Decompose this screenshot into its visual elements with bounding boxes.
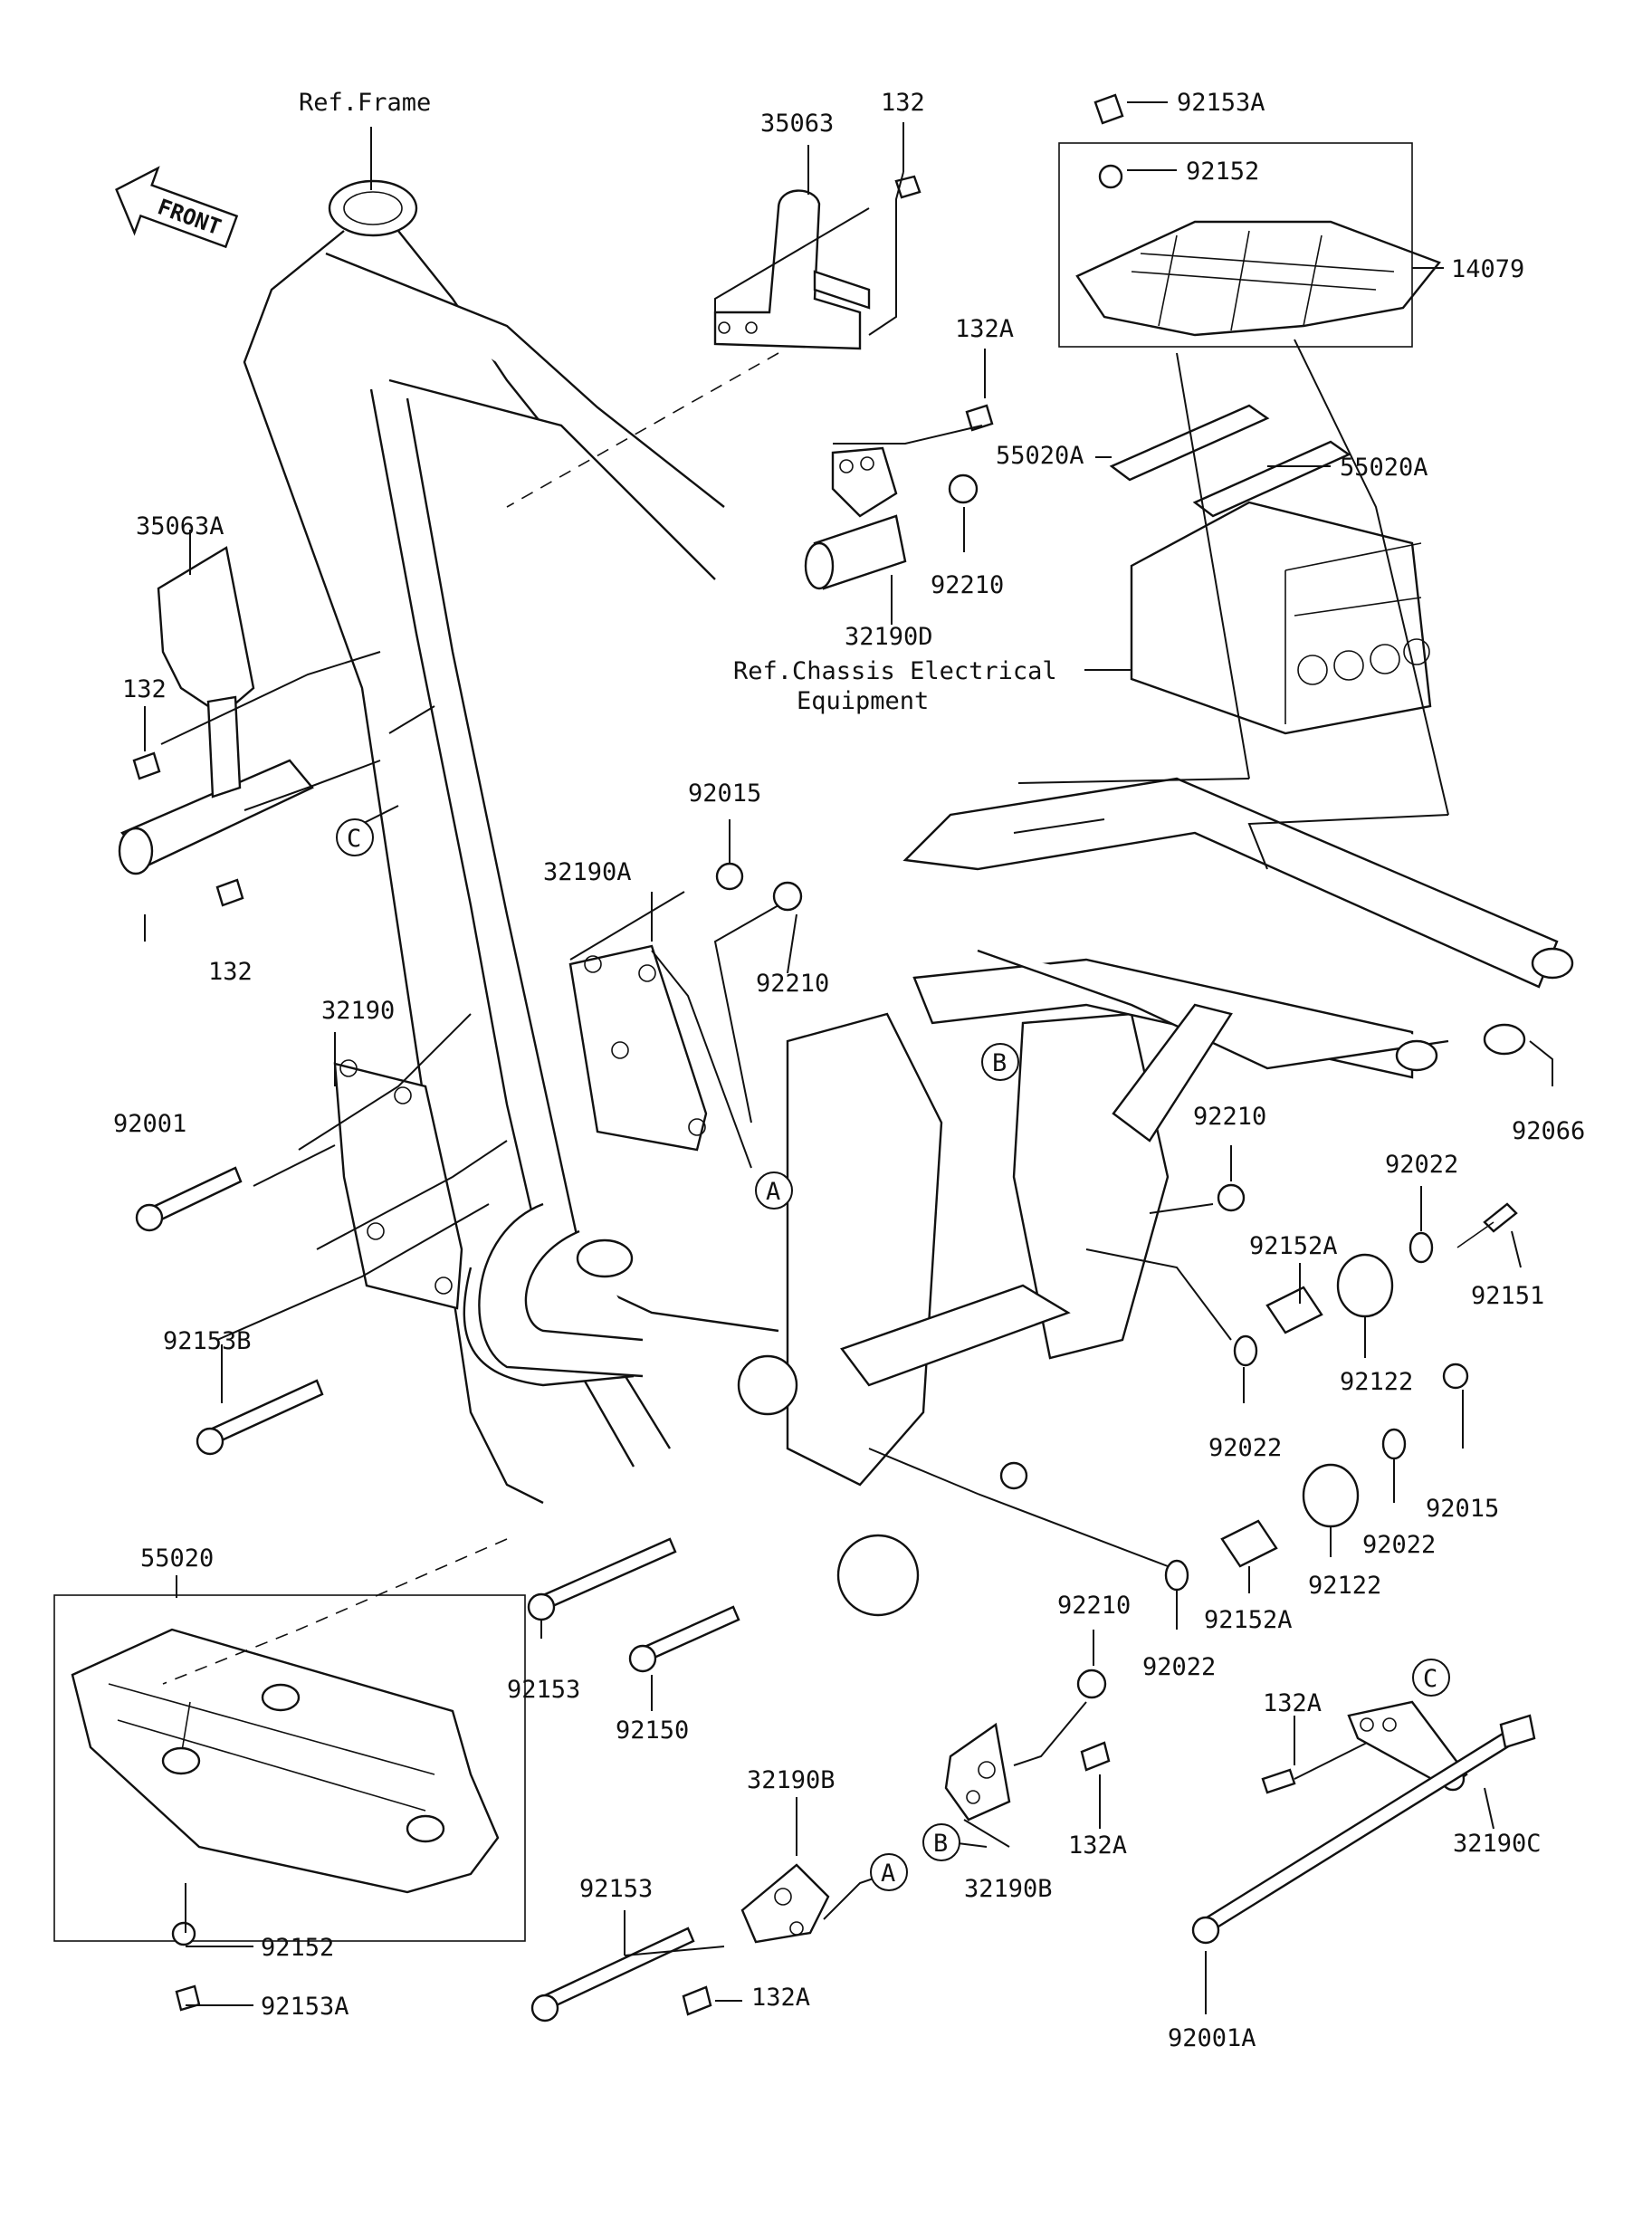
part-label: 92066 (1512, 1117, 1585, 1145)
part-label: 132A (955, 315, 1014, 343)
part-label: 92022 (1142, 1653, 1216, 1681)
part-label: 92122 (1308, 1572, 1381, 1600)
part-label: 55020A (996, 442, 1084, 470)
ref-chassis-electrical-line1: Ref.Chassis Electrical (733, 657, 1057, 685)
callout-A-mid: A (755, 1171, 793, 1210)
callout-A-low: A (870, 1853, 908, 1891)
washer-92022-a (1408, 1231, 1434, 1264)
callout-B-low: B (922, 1823, 960, 1861)
callout-letter: B (992, 1049, 1007, 1077)
part-label: 92001A (1168, 2024, 1256, 2052)
part-label: 92210 (756, 970, 829, 998)
part-label: 132A (751, 1984, 810, 2012)
nut-92015-right (1442, 1363, 1469, 1390)
part-label: 132A (1263, 1689, 1322, 1717)
nut-92152-low (171, 1921, 196, 1946)
part-label: 132 (881, 89, 925, 117)
callout-letter: C (1423, 1665, 1437, 1693)
part-label: 92015 (1426, 1495, 1499, 1523)
plate-32190 (333, 1059, 463, 1310)
part-label: 92153A (1177, 89, 1265, 117)
part-label: 92022 (1208, 1434, 1282, 1462)
part-label: 32190 (321, 997, 395, 1025)
part-label: 32190C (1453, 1830, 1542, 1858)
ref-chassis-electrical-line2: Equipment (797, 687, 929, 715)
ref-frame-label: Ref.Frame (299, 89, 431, 117)
part-label: 92153 (579, 1875, 653, 1903)
part-label: 92153 (507, 1676, 580, 1704)
callout-letter: B (933, 1830, 948, 1858)
battery-cover (1058, 142, 1441, 348)
part-label: 32190B (747, 1766, 836, 1794)
part-label: 132 (122, 675, 167, 703)
part-label: 92151 (1471, 1282, 1544, 1310)
part-label: 92153A (261, 1993, 349, 2021)
bracket-32190D (804, 446, 907, 590)
part-label: 32190B (964, 1875, 1053, 1903)
washer-92022-b (1233, 1334, 1258, 1367)
nut-92015-mid (715, 862, 744, 891)
nut-92210-mid (772, 881, 803, 912)
callout-C-right: C (1412, 1659, 1450, 1697)
callout-B-mid: B (981, 1043, 1019, 1081)
part-label: 92022 (1362, 1531, 1436, 1559)
grommet-92066 (1483, 1023, 1526, 1056)
bushing-92122-lower (1302, 1463, 1360, 1528)
part-label: 92122 (1340, 1368, 1413, 1396)
bracket-35063 (713, 189, 871, 350)
part-label: 32190A (543, 858, 632, 886)
part-label: 55020 (140, 1544, 214, 1573)
callout-letter: C (347, 825, 361, 853)
battery (1130, 501, 1432, 735)
plate-32190A (568, 944, 708, 1152)
part-label: 35063 (760, 110, 834, 138)
part-label: 92152A (1249, 1232, 1338, 1260)
part-label: 92152 (1186, 158, 1259, 186)
part-label: 92210 (1193, 1103, 1266, 1131)
part-label: 92001 (113, 1110, 186, 1138)
nut-92210-right (1217, 1183, 1246, 1212)
part-label: 92152 (261, 1934, 334, 1962)
part-label: 92150 (616, 1716, 689, 1745)
part-label: 55020A (1340, 454, 1428, 482)
part-label: 92153B (163, 1327, 252, 1355)
callout-letter: A (881, 1860, 895, 1888)
washer-92022-d (1164, 1559, 1189, 1592)
part-label: 35063A (136, 512, 224, 540)
leader-lines (144, 101, 1553, 2014)
washer-92022-c (1381, 1428, 1407, 1460)
plate-32190B-right (944, 1722, 1011, 1822)
front-arrow-icon: FRONT (115, 166, 239, 249)
plate-32190B-left (740, 1863, 830, 1944)
part-label: 92022 (1385, 1151, 1458, 1179)
skid-plate-55020 (53, 1594, 526, 1942)
callout-C-left: C (336, 818, 374, 856)
part-label: 132 (208, 958, 253, 986)
part-number-labels: 35063 132 92153A 92152 14079 132A 55020A… (113, 89, 1585, 2052)
bracket-35063A (118, 546, 314, 875)
part-label: 14079 (1451, 255, 1524, 283)
part-label: 92152A (1204, 1606, 1293, 1634)
nut-92210-low (1076, 1669, 1107, 1699)
bushing-92122-upper (1336, 1253, 1394, 1318)
collar-92152A-lower (1220, 1519, 1278, 1568)
main-frame (243, 179, 1574, 1617)
nut-92152-top (1098, 164, 1123, 189)
part-label: 132A (1068, 1831, 1127, 1860)
nut-92210-top (948, 473, 979, 504)
pad-55020A-right (1192, 440, 1351, 518)
part-label: 92210 (931, 571, 1004, 599)
part-label: 92210 (1057, 1592, 1131, 1620)
callout-letter: A (766, 1178, 780, 1206)
part-label: 92015 (688, 779, 761, 808)
part-label: 32190D (845, 623, 933, 651)
collar-92152A-upper (1265, 1286, 1323, 1334)
bolts (132, 93, 1536, 2022)
pad-55020A-left (1109, 404, 1270, 482)
